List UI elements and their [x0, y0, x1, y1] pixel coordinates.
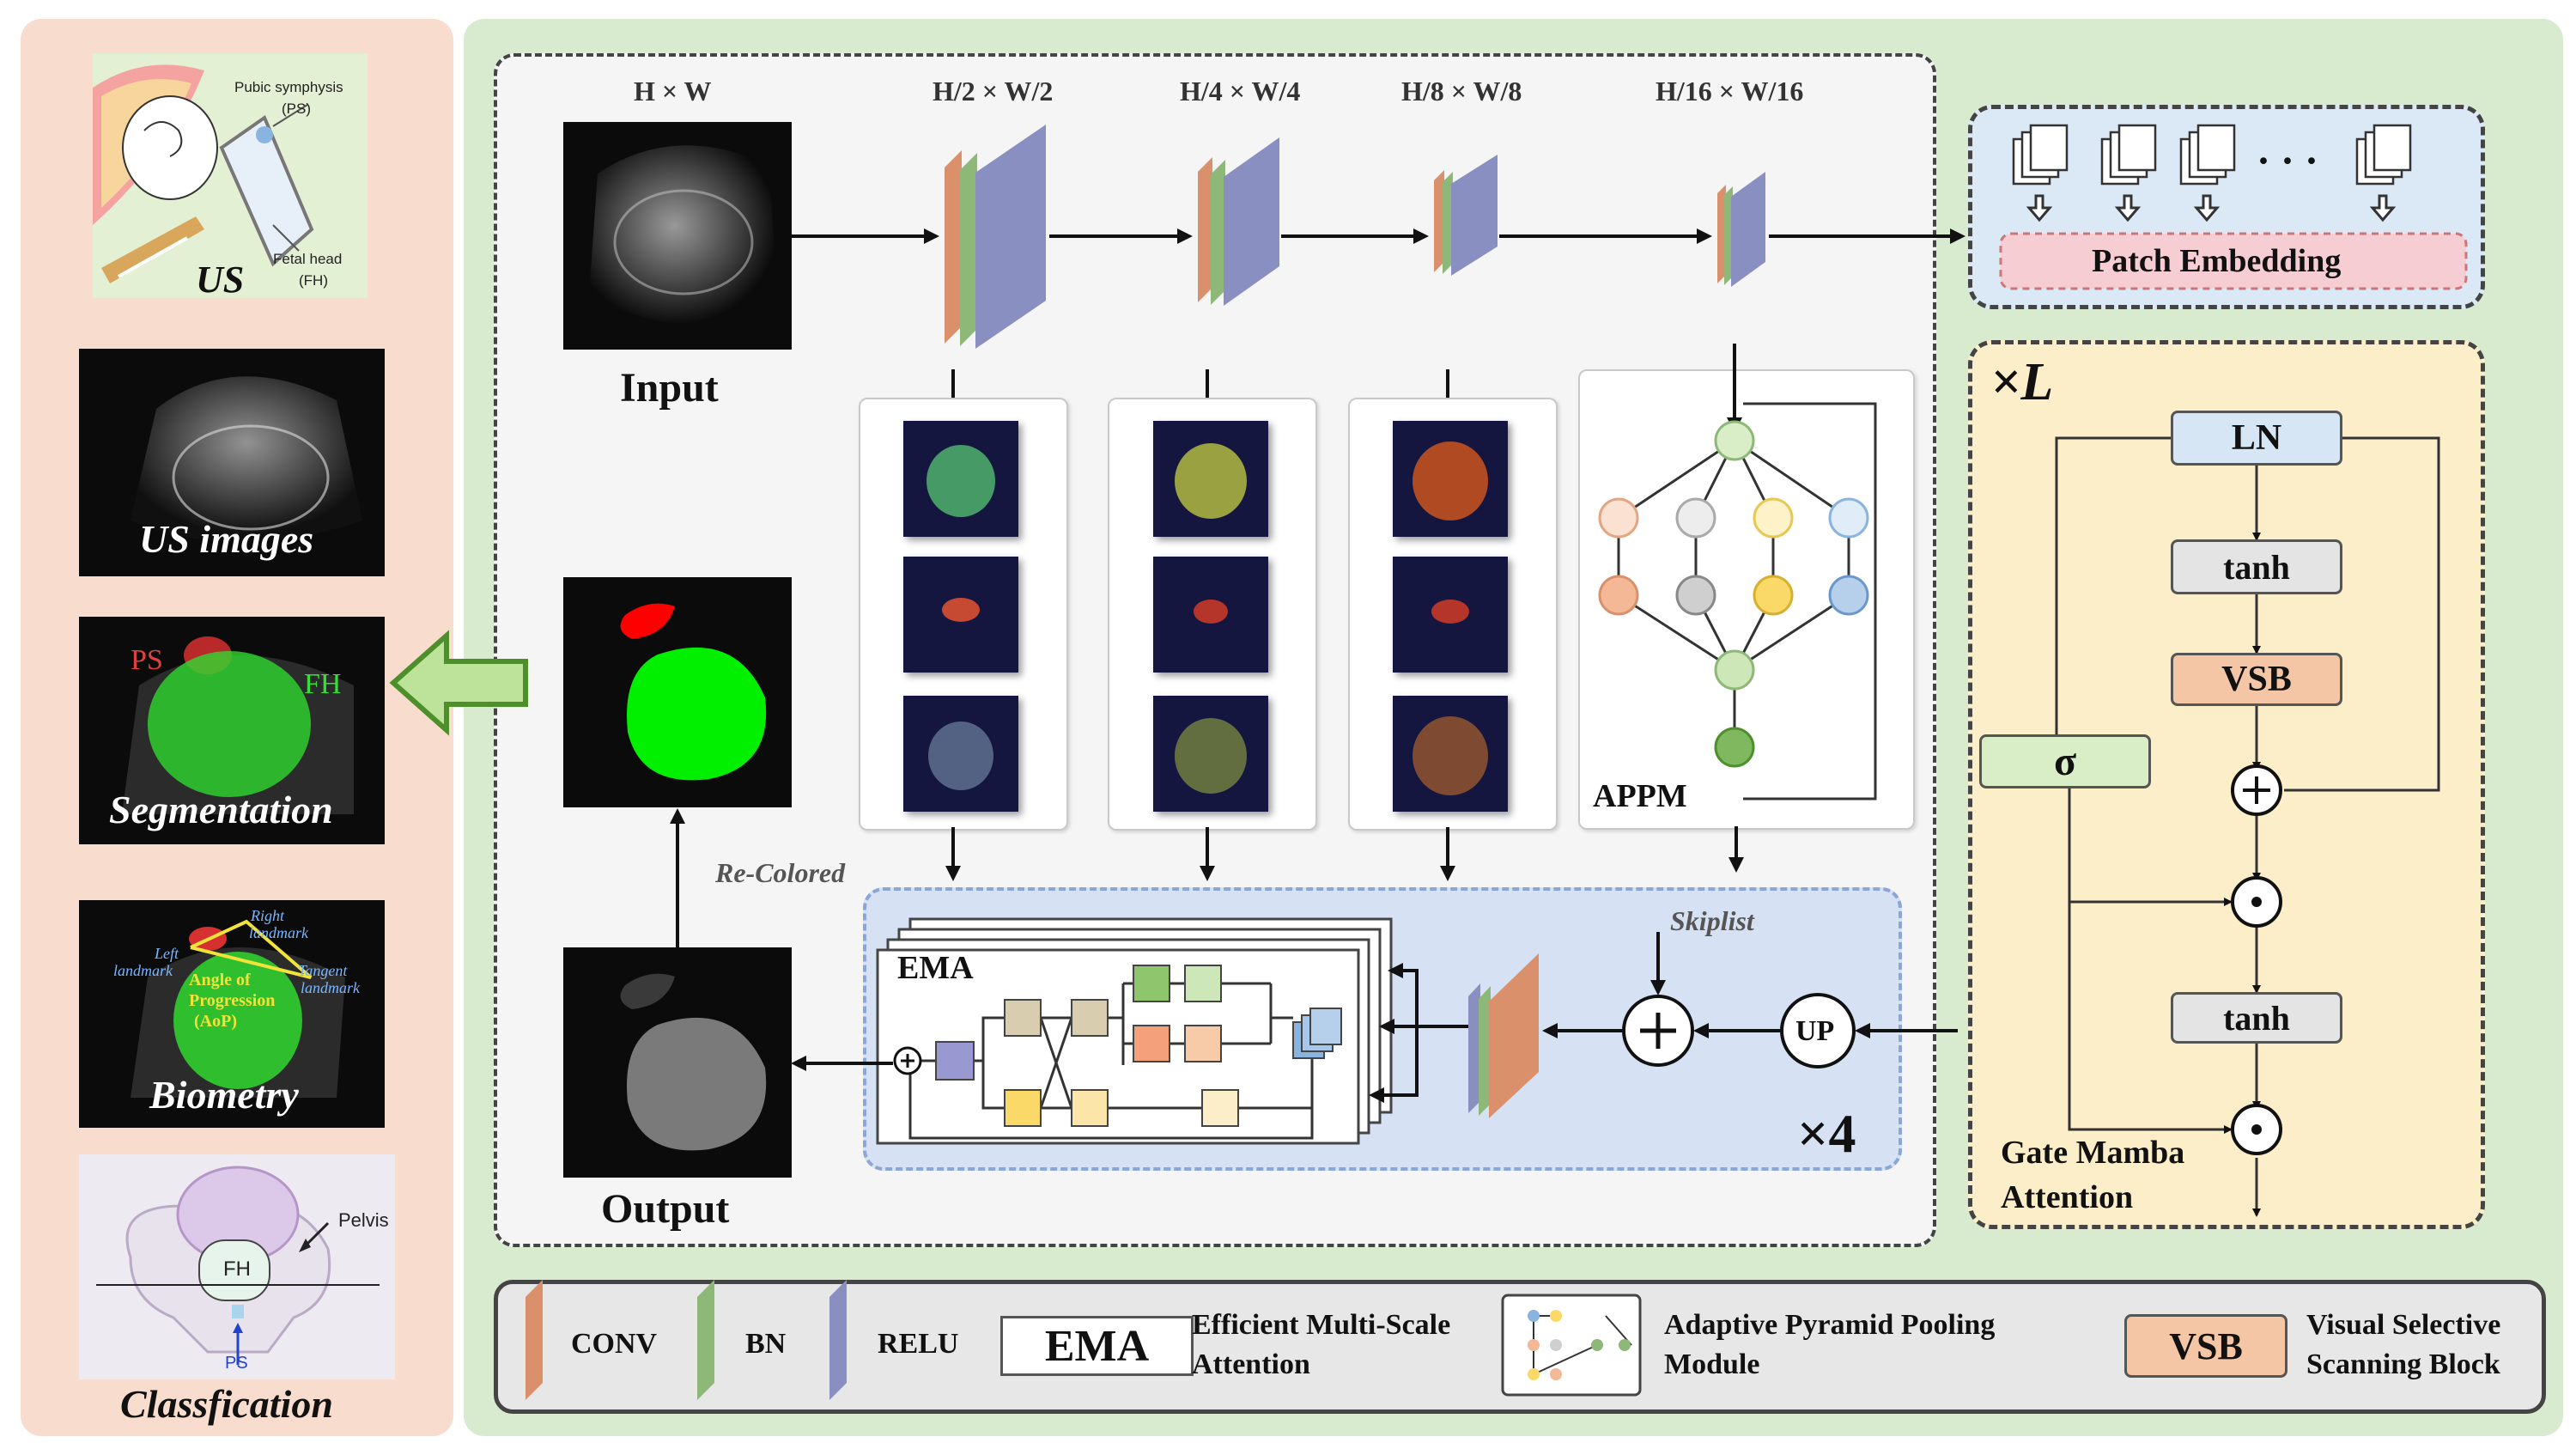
patch-down-arrows: [2026, 194, 2397, 222]
legend-ema-desc-1: Efficient Multi-Scale: [1192, 1309, 1451, 1341]
bio-left-label: Left: [155, 945, 179, 962]
classification-illustration: Pelvis FH PS: [79, 1154, 395, 1379]
us-image-thumbnail: US images: [79, 349, 385, 576]
skiplist-label: Skiplist: [1670, 905, 1754, 936]
patch-dots: · · ·: [2257, 138, 2319, 184]
feature-block-3: [1434, 155, 1498, 276]
sigma-box: σ: [1979, 734, 2151, 788]
recolored-label: Re-Colored: [715, 857, 846, 888]
ema-internal: [908, 982, 1314, 1140]
biometry-thumbnail: Right landmark Left landmark Tangent lan…: [79, 900, 385, 1128]
biometry-caption: Biometry: [149, 1073, 299, 1117]
us-ps-label: Pubic symphysis: [234, 79, 343, 95]
bio-left-landmark: landmark: [113, 962, 173, 979]
bio-tangent-label: Tangent: [298, 962, 348, 979]
bio-right-landmark: landmark: [249, 924, 308, 941]
output-seg-image: [563, 577, 792, 807]
heatmap-blobs: [927, 441, 1488, 795]
decoder-feature-block: [1468, 953, 1539, 1118]
vsb-label: VSB: [2221, 660, 2292, 699]
segmentation-thumbnail: PS FH Segmentation: [79, 617, 385, 844]
legend-ema-box: EMA: [1000, 1316, 1194, 1376]
times-4-label: ×4: [1797, 1103, 1856, 1164]
feature-block-1: [945, 125, 1046, 349]
legend-ema-box-label: EMA: [1044, 1321, 1150, 1371]
scale-label-3: H/4 × W/4: [1180, 76, 1301, 107]
scale-label-4: H/8 × W/8: [1401, 76, 1522, 107]
input-label: Input: [620, 365, 719, 411]
input-image: [563, 122, 792, 350]
ln-box: LN: [2171, 411, 2342, 466]
gate-lines: [2055, 436, 2440, 1217]
us-title: US: [196, 259, 245, 298]
bio-angle-3: (AoP): [194, 1012, 237, 1031]
us-illustration-graphic: [93, 64, 314, 283]
times-l-label: ×L: [1990, 353, 2054, 411]
us-image-scan: [131, 376, 362, 542]
cls-ps-label: PS: [225, 1354, 248, 1373]
up-label: UP: [1795, 1015, 1835, 1047]
legend-vsb-desc-2: Scanning Block: [2306, 1349, 2500, 1380]
cls-pelvis-label: Pelvis: [338, 1209, 389, 1231]
gate-ops: [2231, 764, 2282, 1155]
patch-stacks: [2012, 124, 2412, 186]
feature-block-2: [1198, 137, 1279, 306]
legend-conv: CONV: [571, 1328, 658, 1360]
output-gray-mask: [620, 973, 767, 1151]
legend-ema-desc-2: Attention: [1192, 1349, 1310, 1380]
legend-icons: [526, 1280, 1642, 1400]
input-scan: [589, 145, 778, 325]
biometry-overlay: [131, 919, 345, 1098]
vsb-box: VSB: [2171, 653, 2342, 706]
sigma-label: σ: [2053, 739, 2077, 784]
appm-nodes: [1598, 420, 1869, 768]
us-images-caption: US images: [139, 517, 314, 561]
us-ps-abbr: (PS): [282, 100, 311, 117]
seg-ps-label: PS: [131, 644, 163, 676]
gate-title-1: Gate Mamba: [2001, 1135, 2185, 1171]
gate-title-2: Attention: [2001, 1179, 2134, 1215]
legend-vsb-box: VSB: [2124, 1314, 2287, 1378]
legend-relu: RELU: [878, 1328, 959, 1360]
legend-appm-desc-1: Adaptive Pyramid Pooling: [1664, 1309, 1996, 1341]
scale-label-2: H/2 × W/2: [933, 76, 1054, 107]
ema-label: EMA: [897, 950, 974, 986]
us-fh-label: Fetal head: [273, 251, 343, 267]
legend-vsb-desc-1: Visual Selective: [2306, 1309, 2501, 1341]
scale-label-5: H/16 × W/16: [1656, 76, 1804, 107]
ln-label: LN: [2231, 418, 2282, 458]
cls-fh-label: FH: [223, 1257, 251, 1281]
tanh-label-2: tanh: [2223, 998, 2290, 1038]
bio-right-label: Right: [251, 907, 284, 924]
ema-blocks: [935, 965, 1342, 1127]
bio-angle-1: Angle of: [189, 971, 251, 989]
output-label: Output: [601, 1186, 730, 1232]
appm-label: APPM: [1593, 778, 1687, 814]
output-seg-mask: [620, 603, 767, 781]
us-illustration: Pubic symphysis (PS) Fetal head (FH) US: [93, 53, 368, 298]
us-fh-abbr: (FH): [299, 272, 328, 289]
segmentation-caption: Segmentation: [109, 788, 333, 831]
scale-label-1: H × W: [634, 76, 712, 107]
legend-appm-desc-2: Module: [1664, 1349, 1760, 1380]
pelvis-graphic: [96, 1166, 380, 1365]
patch-embedding-label: Patch Embedding: [2092, 243, 2342, 279]
output-gray-image: [563, 947, 792, 1178]
classification-caption: Classfication: [120, 1382, 333, 1426]
ema-stack: [876, 917, 1393, 1145]
legend-vsb-box-label: VSB: [2169, 1324, 2243, 1367]
tanh-label-1: tanh: [2223, 547, 2290, 587]
bio-angle-2: Progression: [189, 991, 276, 1010]
seg-fh-label: FH: [304, 668, 342, 700]
tanh-box-2: tanh: [2171, 992, 2342, 1044]
feature-block-4: [1717, 172, 1765, 287]
bio-tangent-landmark: landmark: [301, 979, 360, 996]
segmentation-overlay: [122, 636, 354, 814]
tanh-box-1: tanh: [2171, 539, 2342, 594]
legend-bn: BN: [745, 1328, 787, 1360]
patch-embedding-box: [1999, 232, 2468, 290]
